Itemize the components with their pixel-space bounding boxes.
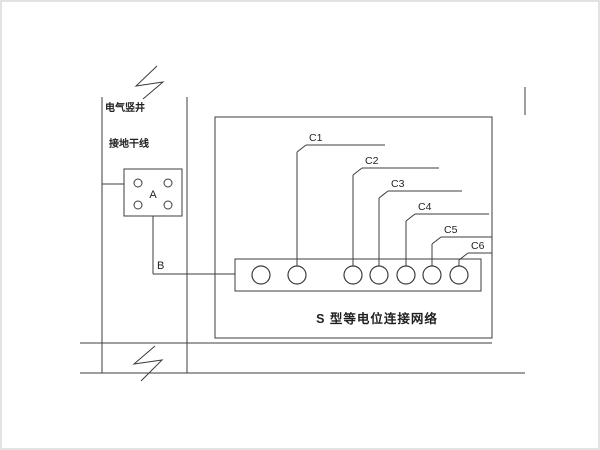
- bar-terminal: [396, 265, 416, 285]
- shaft-label: 电气竖井: [105, 101, 145, 114]
- terminal-hole: [133, 200, 143, 210]
- leader-diagonal: [405, 213, 416, 222]
- terminal-hole: [133, 178, 143, 188]
- bar-terminal: [343, 265, 363, 285]
- leader-c1: C1: [296, 132, 385, 266]
- top-break-icon: [134, 65, 165, 100]
- leader-label: C3: [391, 178, 405, 190]
- leader-c4: C4: [405, 201, 489, 266]
- bar-terminal: [369, 265, 389, 285]
- terminal-hole: [163, 178, 173, 188]
- ground-trunk-label: 接地干线: [109, 137, 149, 150]
- bar-terminal: [422, 265, 442, 285]
- node-b-label: B: [157, 260, 164, 272]
- diagram-caption: S 型等电位连接网络: [316, 311, 438, 326]
- leader-label: C4: [418, 201, 432, 213]
- bottom-break-icon: [132, 345, 164, 382]
- leader-diagonal: [296, 144, 307, 153]
- leader-label: C2: [365, 155, 379, 167]
- leader-diagonal: [352, 167, 363, 176]
- bar-terminal: [449, 265, 469, 285]
- leader-diagonal: [458, 252, 469, 261]
- leader-label: C1: [309, 132, 323, 144]
- leader-c3: C3: [378, 178, 462, 266]
- leader-diagonal: [378, 190, 389, 199]
- leader-c2: C2: [352, 155, 439, 266]
- leader-c5: C5: [431, 224, 492, 266]
- leader-diagonal: [431, 236, 442, 245]
- bar-terminal: [287, 265, 307, 285]
- leader-label: C5: [444, 224, 458, 236]
- leader-label: C6: [471, 240, 485, 252]
- terminal-a-label: A: [149, 189, 157, 201]
- bonding-bar: [234, 258, 482, 292]
- terminal-hole: [163, 200, 173, 210]
- leader-c6: C6: [458, 240, 492, 266]
- bar-terminal: [251, 265, 271, 285]
- network-enclosure: [214, 116, 493, 339]
